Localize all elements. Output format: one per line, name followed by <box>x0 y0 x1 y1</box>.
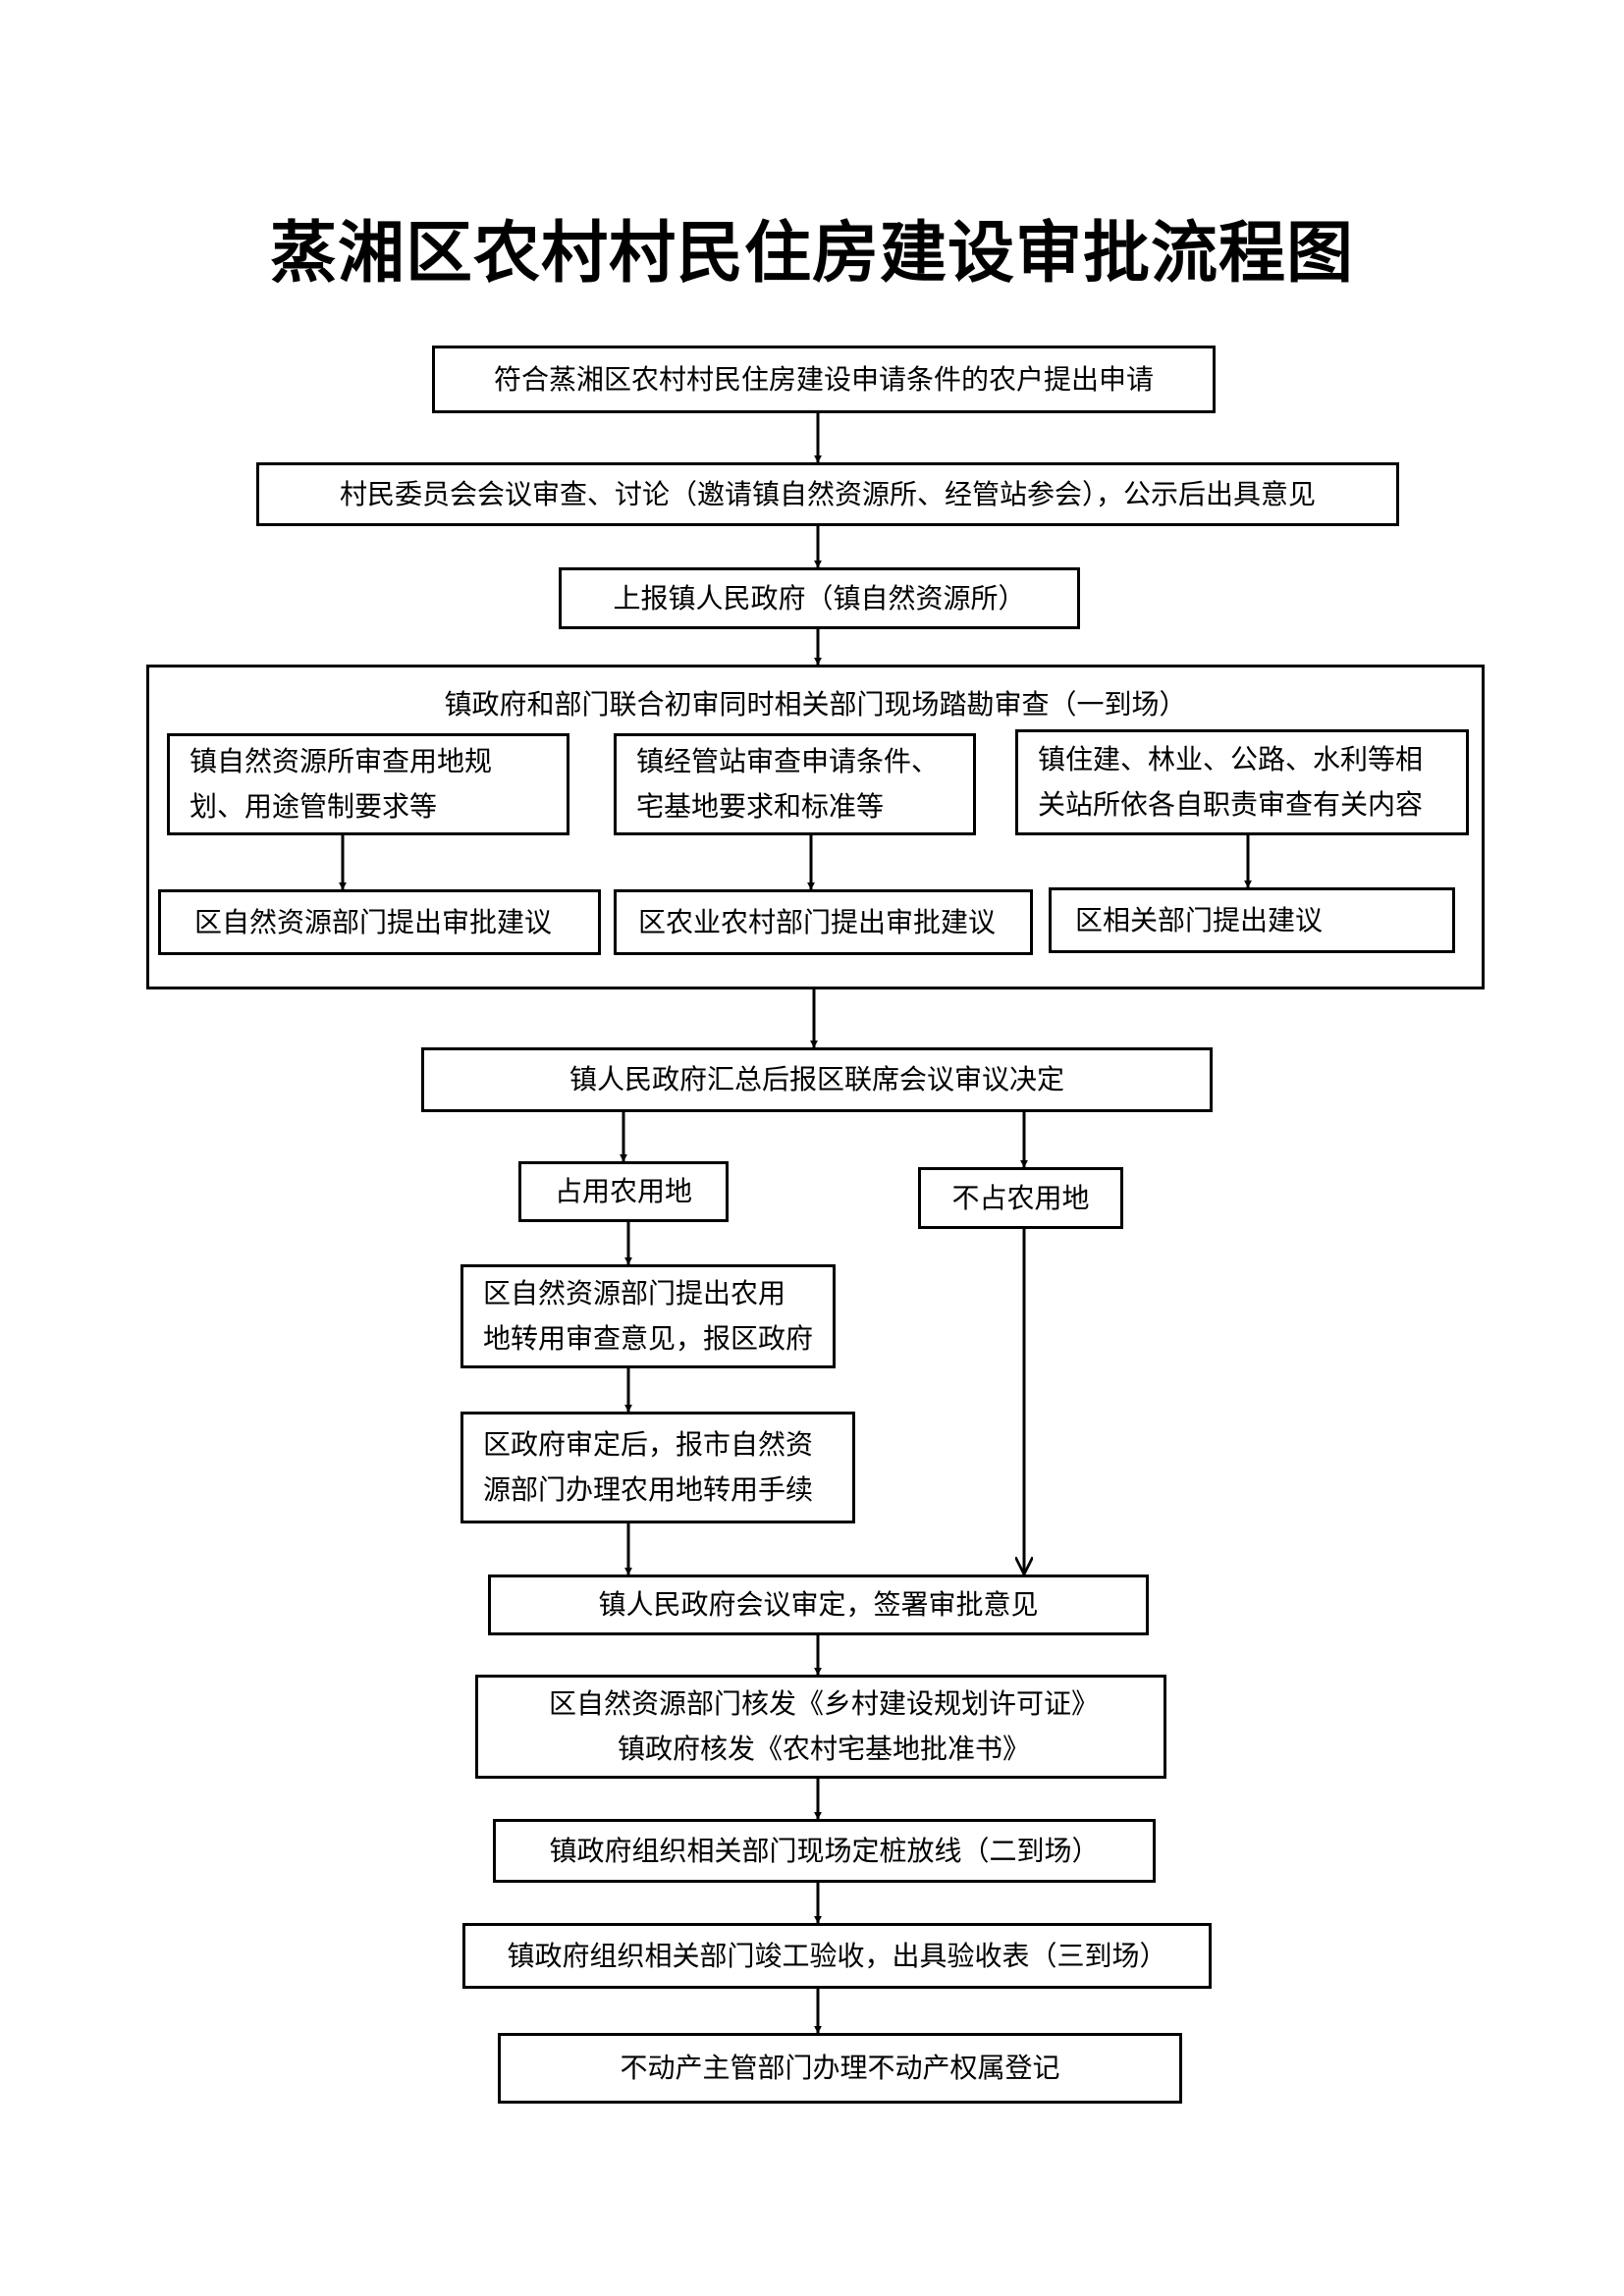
step-not-occupy-farmland: 不占农用地 <box>918 1167 1123 1229</box>
step-staking: 镇政府组织相关部门现场定桩放线（二到场） <box>493 1819 1156 1883</box>
step-registration: 不动产主管部门办理不动产权属登记 <box>498 2033 1182 2104</box>
col1-review-line-1: 镇自然资源所审查用地规 <box>189 745 493 777</box>
col2-suggest-box: 区农业农村部门提出审批建议 <box>614 889 1033 955</box>
step-occupy-farmland: 占用农用地 <box>518 1161 729 1222</box>
col3-review-box: 镇住建、林业、公路、水利等相 关站所依各自职责审查有关内容 <box>1015 729 1469 835</box>
issue-permits-line-1: 区自然资源部门核发《乡村建设规划许可证》 <box>548 1687 1099 1720</box>
step-town-summary: 镇人民政府汇总后报区联席会议审议决定 <box>421 1047 1213 1112</box>
joint-review-title: 镇政府和部门联合初审同时相关部门现场踏勘审查（一到场） <box>444 688 1187 721</box>
step-farmland-conversion: 区自然资源部门提出农用 地转用审查意见，报区政府 <box>460 1264 836 1368</box>
farmland-conversion-line-1: 区自然资源部门提出农用 <box>483 1277 786 1309</box>
col2-review-line-2: 宅基地要求和标准等 <box>636 790 885 823</box>
col2-review-box: 镇经管站审查申请条件、 宅基地要求和标准等 <box>614 733 976 835</box>
district-approval-line-2: 源部门办理农用地转用手续 <box>483 1473 814 1506</box>
col1-review-line-2: 划、用途管制要求等 <box>189 790 438 823</box>
district-approval-line-1: 区政府审定后，报市自然资 <box>483 1428 814 1461</box>
col3-review-line-2: 关站所依各自职责审查有关内容 <box>1038 788 1424 821</box>
col3-suggest-box: 区相关部门提出建议 <box>1049 887 1455 953</box>
col3-review-line-1: 镇住建、林业、公路、水利等相 <box>1038 743 1424 775</box>
step-completion: 镇政府组织相关部门竣工验收，出具验收表（三到场） <box>462 1923 1212 1989</box>
step-town-meeting: 镇人民政府会议审定，签署审批意见 <box>488 1575 1149 1635</box>
step-district-approval: 区政府审定后，报市自然资 源部门办理农用地转用手续 <box>460 1412 855 1523</box>
col1-review-box: 镇自然资源所审查用地规 划、用途管制要求等 <box>167 733 569 835</box>
step-apply: 符合蒸湘区农村村民住房建设申请条件的农户提出申请 <box>432 346 1216 413</box>
step-issue-permits: 区自然资源部门核发《乡村建设规划许可证》 镇政府核发《农村宅基地批准书》 <box>475 1675 1166 1779</box>
page-title: 蒸湘区农村村民住房建设审批流程图 <box>269 215 1354 293</box>
farmland-conversion-line-2: 地转用审查意见，报区政府 <box>483 1322 814 1355</box>
col2-review-line-1: 镇经管站审查申请条件、 <box>636 745 940 777</box>
step-report-town: 上报镇人民政府（镇自然资源所） <box>559 567 1080 629</box>
step-village-review: 村民委员会会议审查、讨论（邀请镇自然资源所、经管站参会），公示后出具意见 <box>256 462 1399 526</box>
issue-permits-line-2: 镇政府核发《农村宅基地批准书》 <box>617 1733 1030 1765</box>
col1-suggest-box: 区自然资源部门提出审批建议 <box>158 889 601 955</box>
